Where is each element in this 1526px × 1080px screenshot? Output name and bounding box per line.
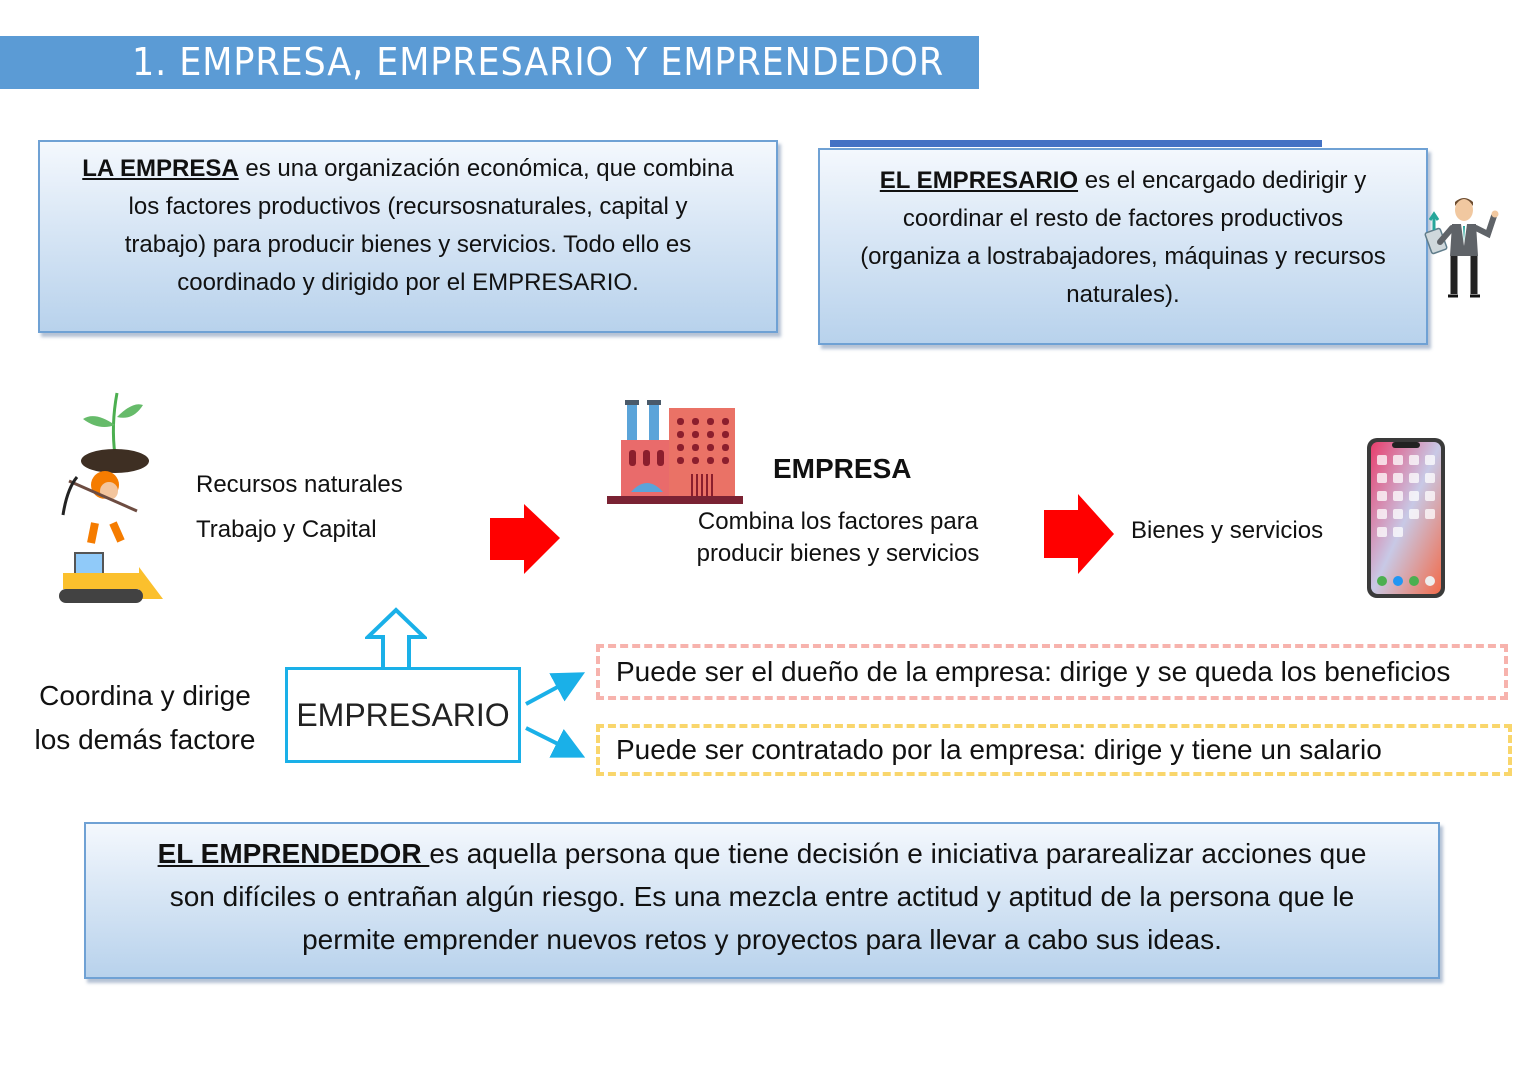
flow-arrow-right-icon (490, 504, 560, 574)
empresa-definition-box: LA EMPRESA es una organización económica… (38, 140, 778, 333)
factory-icon (607, 400, 743, 506)
emprendedor-definition-line: son difíciles o entrañan algún riesgo. E… (169, 881, 1355, 912)
empresario-box-label: EMPRESARIO (296, 696, 510, 733)
up-arrow-icon (363, 607, 429, 674)
empresa-definition-line: los factores productivos (recursosnatura… (128, 193, 688, 220)
inputs-label-natural-resources: Recursos naturales (196, 471, 403, 498)
empresa-definition-line: trabajo) para producir bienes y servicio… (124, 231, 692, 258)
empresa-flow-title: EMPRESA (773, 453, 912, 484)
owner-option-box: Puede ser el dueño de la empresa: dirige… (596, 644, 1508, 700)
empresa-flow-description: Combina los factores para producir biene… (696, 508, 980, 567)
accent-line (830, 140, 1322, 147)
empresario-definition-line: coordinar el resto de factores productiv… (902, 205, 1344, 232)
coordina-text: Coordina y dirige los demás factore (34, 680, 256, 755)
empresa-definition-line: coordinado y dirigido por el EMPRESARIO. (177, 269, 639, 296)
emprendedor-definition-line: EL EMPRENDEDOR es aquella persona que ti… (157, 838, 1367, 869)
empresario-definition-line: (organiza a lostrabajadores, máquinas y … (860, 243, 1386, 270)
hired-option-text: Puede ser contratado por la empresa: dir… (616, 734, 1382, 765)
title-banner: 1. EMPRESA, EMPRESARIO Y EMPRENDEDOR (0, 36, 979, 89)
empresario-definition-line: EL EMPRESARIO es el encargado dedirigir … (879, 167, 1367, 194)
inputs-label-labor-capital: Trabajo y Capital (196, 516, 377, 543)
emprendedor-definition-line: permite emprender nuevos retos y proyect… (302, 924, 1222, 955)
page-title: 1. EMPRESA, EMPRESARIO Y EMPRENDEDOR (132, 40, 945, 84)
hired-option-box: Puede ser contratado por la empresa: dir… (596, 724, 1512, 776)
output-label: Bienes y servicios (1131, 517, 1324, 544)
owner-option-text: Puede ser el dueño de la empresa: dirige… (616, 656, 1451, 687)
empresa-definition-line: LA EMPRESA es una organización económica… (82, 155, 734, 182)
empresario-box: EMPRESARIO (285, 667, 521, 763)
empresario-keyword: EL EMPRESARIO (879, 167, 1079, 194)
businessman-icon (1420, 190, 1510, 300)
emprendedor-keyword: EL EMPRENDEDOR (157, 838, 430, 869)
emprendedor-definition-box: EL EMPRENDEDOR es aquella persona que ti… (84, 822, 1440, 979)
worker-plant-bulldozer-icon (55, 385, 170, 610)
empresa-keyword: LA EMPRESA (82, 155, 239, 182)
smartphone-icon (1366, 437, 1446, 599)
branch-arrows-icon (522, 668, 592, 767)
flow-arrow-right-icon (1044, 494, 1114, 574)
empresario-definition-box: EL EMPRESARIO es el encargado dedirigir … (818, 148, 1428, 345)
empresario-definition-line: naturales). (1066, 281, 1180, 308)
